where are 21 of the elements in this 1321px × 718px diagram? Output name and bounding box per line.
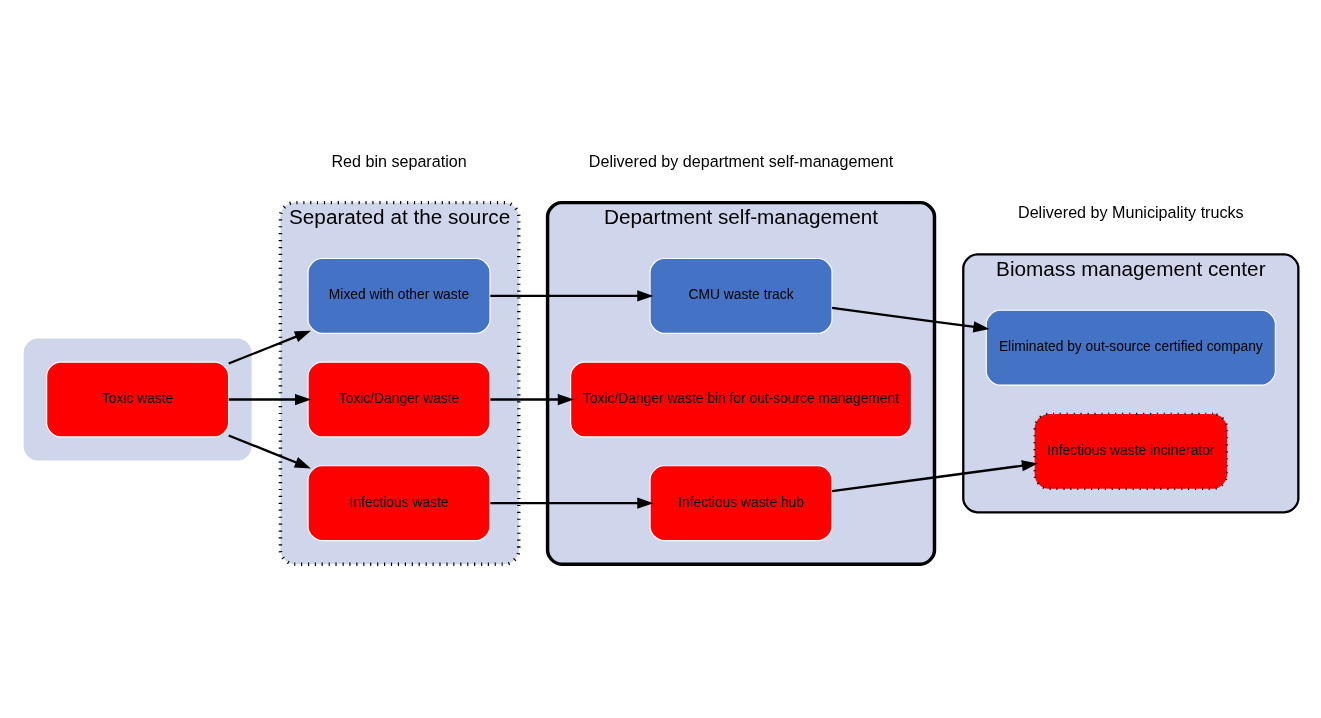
node-box: Toxic/Danger waste	[307, 361, 491, 437]
node-box: Infectious waste hub	[649, 464, 833, 541]
node-box: Infectious waste incinerator	[1033, 412, 1228, 490]
arrow	[831, 306, 989, 332]
node-box: CMU waste track	[649, 257, 833, 334]
node-box: Eliminated by out-source certified company	[985, 309, 1276, 386]
node-box: Mixed with other waste	[307, 257, 491, 334]
cluster	[23, 338, 252, 461]
arrow	[489, 393, 574, 405]
arrow	[489, 289, 653, 302]
node-box: Toxic/Danger waste bin for out-source management	[569, 361, 912, 437]
arrow	[227, 433, 311, 468]
arrow	[228, 393, 311, 405]
arrow	[831, 459, 1038, 492]
node-box: Infectious waste	[307, 464, 491, 541]
arrow	[489, 497, 653, 509]
label: Delivered by Municipality trucks	[1017, 202, 1244, 221]
arrow	[227, 330, 311, 365]
label: Delivered by department self-management	[588, 151, 893, 170]
label: Red bin separation	[330, 151, 467, 170]
node-box: Toxic waste	[45, 361, 229, 437]
